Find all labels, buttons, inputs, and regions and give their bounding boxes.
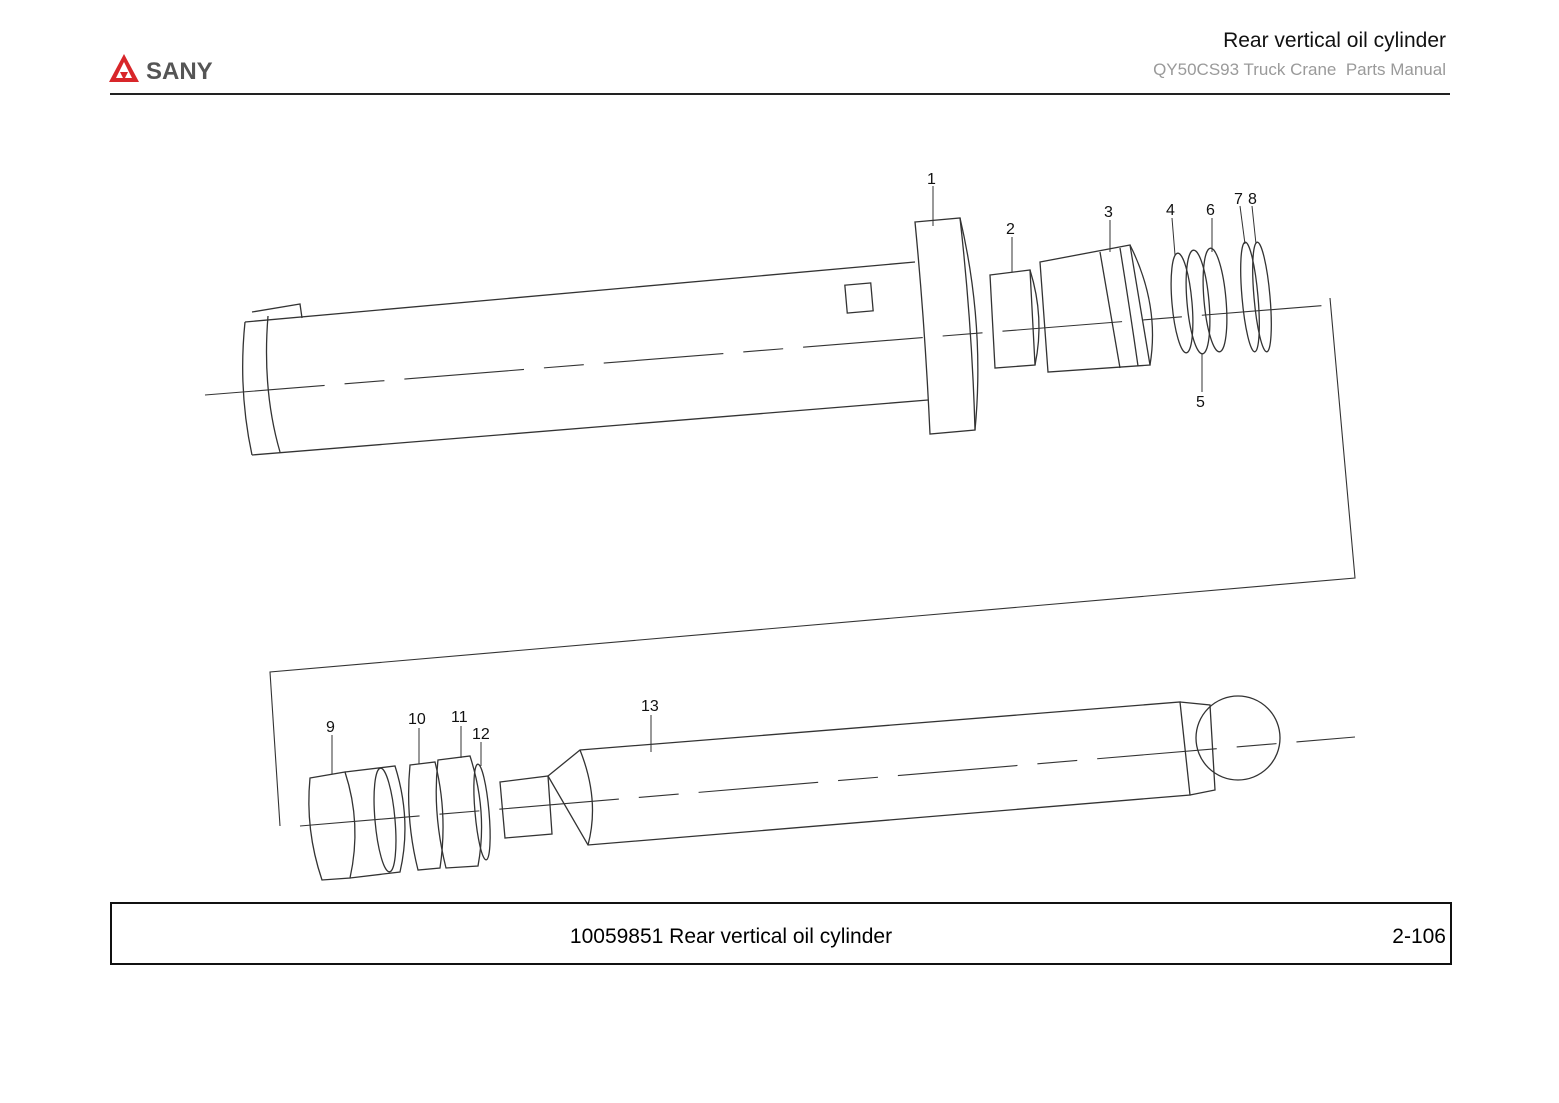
- callout-9: 9: [326, 719, 335, 736]
- caption-box: 10059851 Rear vertical oil cylinder 2-10…: [110, 902, 1452, 965]
- svg-text:SANY: SANY: [146, 58, 213, 85]
- document-title: Rear vertical oil cylinder: [1223, 29, 1446, 52]
- header-divider: [110, 93, 1450, 95]
- figure-caption: 10059851 Rear vertical oil cylinder: [569, 925, 893, 948]
- callout-2: 2: [1006, 221, 1015, 238]
- callout-5: 5: [1196, 394, 1205, 411]
- sany-logo-icon: SANY: [108, 52, 238, 86]
- callout-7: 7: [1234, 191, 1243, 208]
- callout-13: 13: [641, 698, 659, 715]
- page-number: 2-106: [1392, 925, 1446, 948]
- callout-6: 6: [1206, 202, 1215, 219]
- callout-4: 4: [1166, 202, 1175, 219]
- callout-12: 12: [472, 726, 490, 743]
- document-subtitle: QY50CS93 Truck Crane Parts Manual: [1153, 60, 1446, 79]
- callout-10: 10: [408, 711, 426, 728]
- callout-8: 8: [1248, 191, 1257, 208]
- callout-3: 3: [1104, 204, 1113, 221]
- callout-11: 11: [451, 709, 468, 726]
- callout-1: 1: [927, 171, 936, 188]
